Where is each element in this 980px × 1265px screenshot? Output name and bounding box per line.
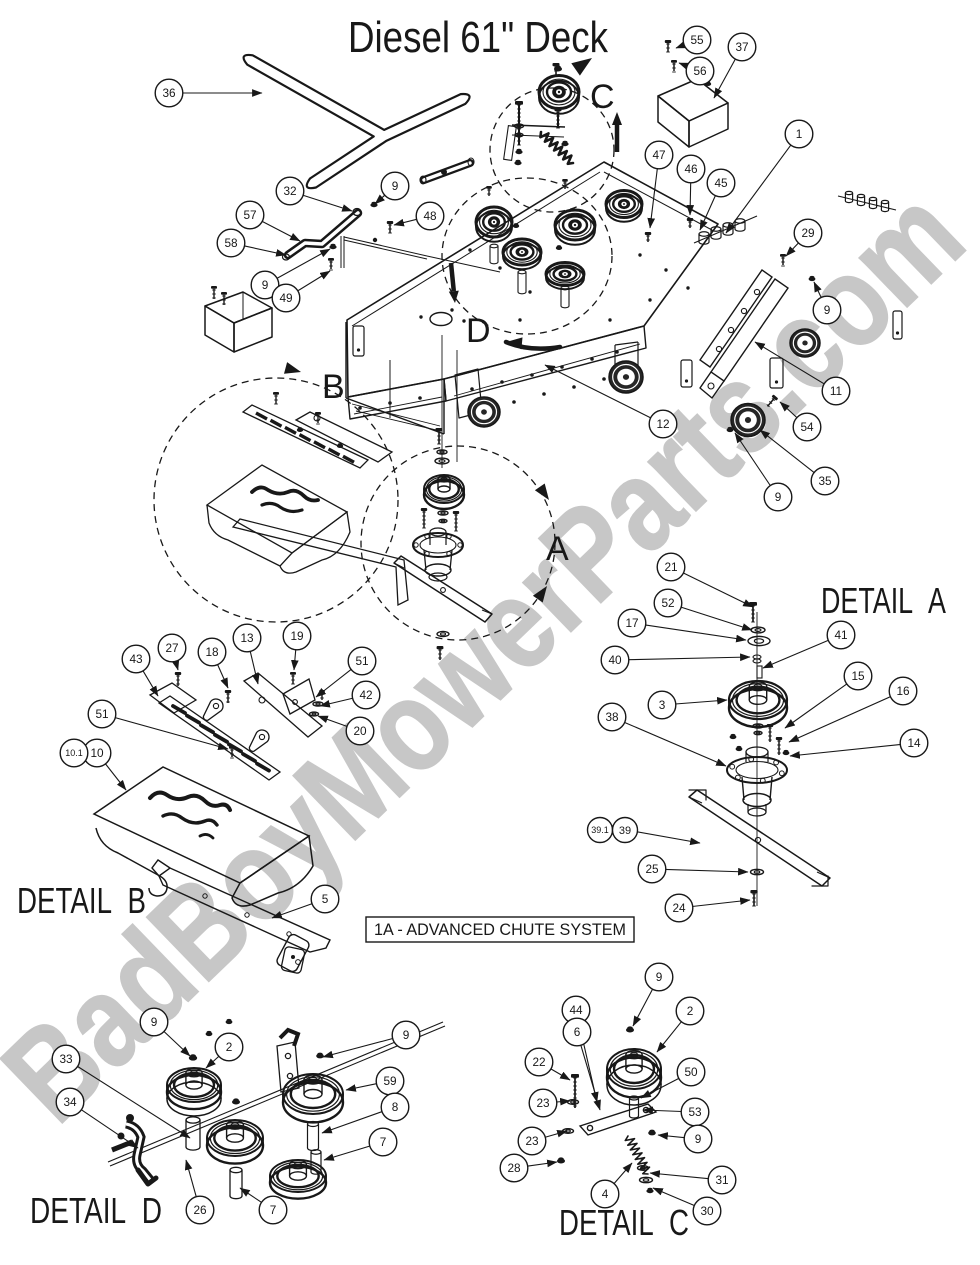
- svg-text:26: 26: [193, 1203, 207, 1217]
- svg-text:20: 20: [353, 724, 367, 738]
- svg-text:7: 7: [270, 1203, 277, 1217]
- svg-text:9: 9: [775, 490, 782, 504]
- svg-text:28: 28: [507, 1161, 521, 1175]
- svg-text:9: 9: [656, 970, 663, 984]
- svg-text:DETAIL A: DETAIL A: [821, 580, 946, 621]
- svg-text:8: 8: [392, 1100, 399, 1114]
- svg-text:21: 21: [664, 560, 677, 574]
- svg-text:56: 56: [693, 64, 707, 78]
- svg-text:39: 39: [619, 825, 631, 837]
- svg-text:9: 9: [392, 179, 399, 193]
- svg-text:52: 52: [661, 596, 674, 610]
- svg-text:32: 32: [283, 184, 296, 198]
- svg-text:9: 9: [824, 303, 831, 317]
- svg-text:40: 40: [608, 653, 622, 667]
- svg-text:53: 53: [688, 1105, 702, 1119]
- svg-text:9: 9: [262, 278, 269, 292]
- svg-text:34: 34: [63, 1095, 77, 1109]
- svg-text:7: 7: [380, 1135, 387, 1149]
- svg-text:27: 27: [165, 641, 178, 655]
- svg-text:3: 3: [659, 698, 666, 712]
- svg-text:16: 16: [896, 684, 910, 698]
- svg-text:1A - ADVANCED CHUTE SYSTEM: 1A - ADVANCED CHUTE SYSTEM: [374, 920, 626, 939]
- svg-text:1: 1: [796, 127, 803, 141]
- svg-text:5: 5: [322, 892, 329, 906]
- svg-text:12: 12: [656, 417, 669, 431]
- svg-text:DETAIL B: DETAIL B: [17, 880, 146, 921]
- svg-text:10: 10: [90, 746, 104, 760]
- svg-text:57: 57: [243, 208, 256, 222]
- svg-text:51: 51: [95, 707, 108, 721]
- svg-text:4: 4: [602, 1187, 609, 1201]
- svg-text:30: 30: [700, 1204, 714, 1218]
- svg-text:49: 49: [279, 291, 292, 305]
- svg-text:22: 22: [532, 1055, 545, 1069]
- svg-text:A: A: [546, 530, 569, 568]
- svg-text:31: 31: [715, 1173, 728, 1187]
- svg-text:35: 35: [818, 474, 832, 488]
- svg-text:6: 6: [574, 1025, 581, 1039]
- svg-text:45: 45: [714, 176, 728, 190]
- svg-text:13: 13: [240, 631, 254, 645]
- svg-text:9: 9: [695, 1132, 702, 1146]
- svg-text:55: 55: [690, 33, 704, 47]
- svg-text:C: C: [590, 78, 615, 116]
- svg-text:24: 24: [672, 901, 686, 915]
- svg-text:54: 54: [800, 420, 814, 434]
- svg-text:41: 41: [834, 628, 847, 642]
- svg-text:17: 17: [625, 616, 638, 630]
- svg-text:43: 43: [129, 652, 143, 666]
- svg-text:29: 29: [801, 226, 814, 240]
- svg-text:48: 48: [423, 209, 437, 223]
- svg-text:Diesel 61" Deck: Diesel 61" Deck: [348, 13, 609, 62]
- svg-text:18: 18: [205, 645, 219, 659]
- svg-text:19: 19: [290, 629, 303, 643]
- svg-text:DETAIL C: DETAIL C: [559, 1202, 689, 1243]
- svg-text:2: 2: [687, 1004, 694, 1018]
- svg-text:10.1: 10.1: [65, 748, 83, 758]
- svg-text:47: 47: [652, 148, 665, 162]
- svg-text:36: 36: [162, 86, 176, 100]
- svg-text:59: 59: [383, 1074, 396, 1088]
- svg-text:33: 33: [59, 1052, 73, 1066]
- svg-text:50: 50: [684, 1065, 698, 1079]
- svg-text:15: 15: [851, 669, 865, 683]
- svg-text:D: D: [466, 312, 491, 350]
- svg-text:9: 9: [403, 1028, 410, 1042]
- svg-text:9: 9: [151, 1015, 158, 1029]
- svg-text:51: 51: [355, 654, 368, 668]
- svg-text:14: 14: [907, 736, 921, 750]
- svg-text:37: 37: [735, 40, 748, 54]
- svg-text:46: 46: [684, 162, 698, 176]
- svg-text:58: 58: [224, 236, 238, 250]
- svg-text:B: B: [322, 368, 345, 406]
- svg-text:39.1: 39.1: [591, 825, 609, 835]
- svg-text:2: 2: [226, 1040, 233, 1054]
- svg-text:DETAIL D: DETAIL D: [30, 1190, 162, 1231]
- svg-text:23: 23: [536, 1096, 550, 1110]
- svg-text:11: 11: [830, 384, 842, 398]
- svg-text:42: 42: [359, 688, 372, 702]
- svg-text:25: 25: [645, 862, 659, 876]
- svg-text:38: 38: [605, 710, 619, 724]
- svg-text:44: 44: [569, 1003, 583, 1017]
- svg-text:23: 23: [525, 1134, 539, 1148]
